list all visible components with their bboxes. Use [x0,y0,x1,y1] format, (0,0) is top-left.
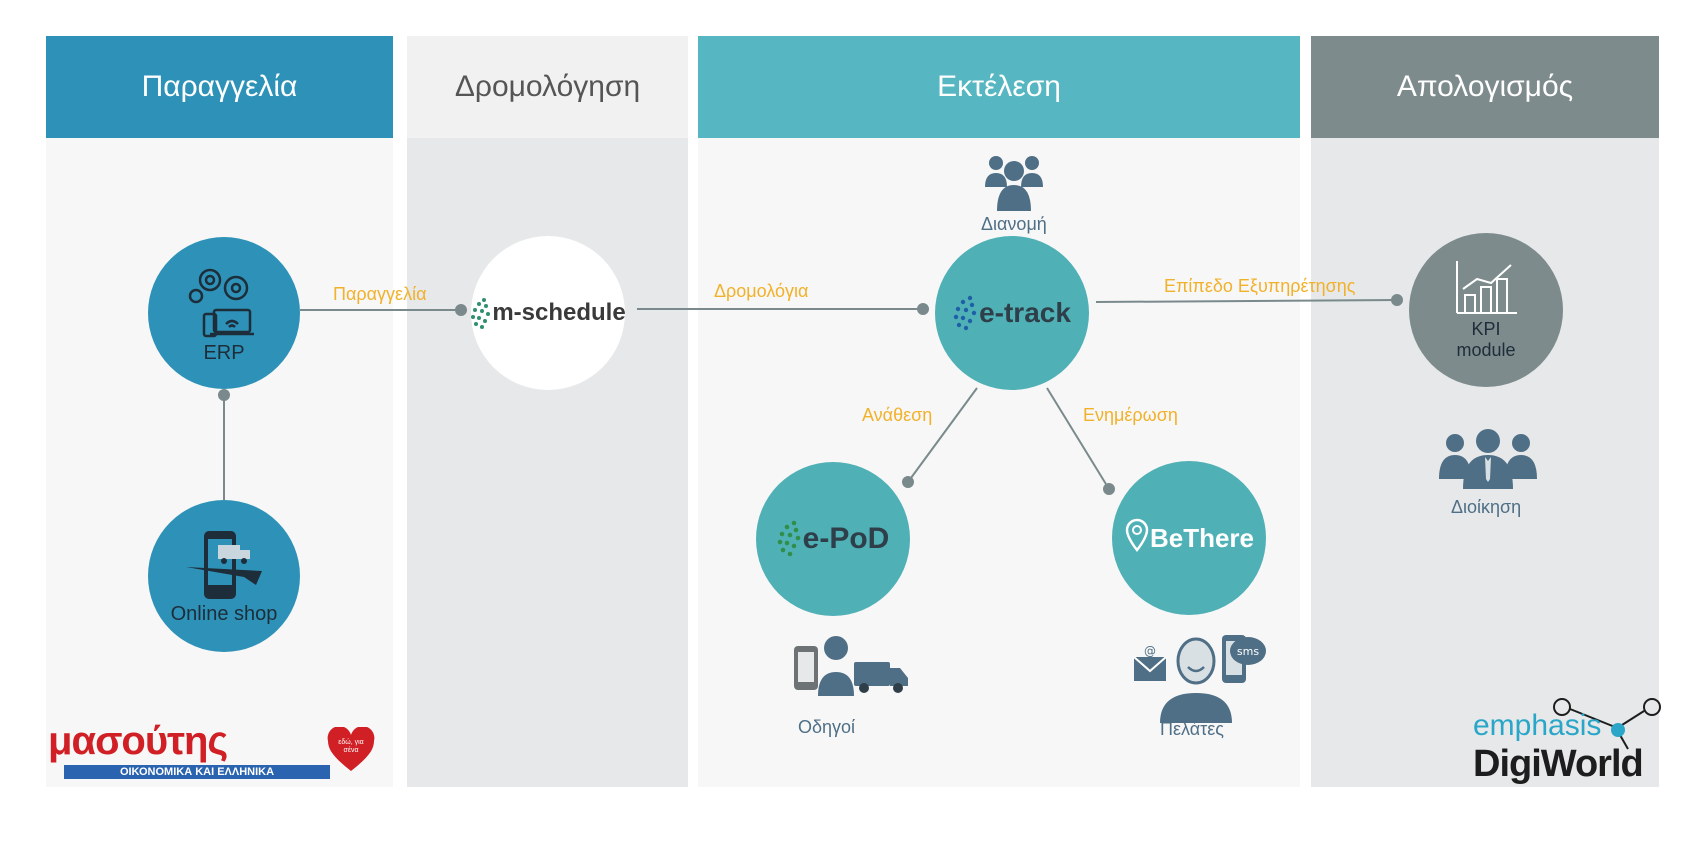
masoutis-heart-text: εδώ, για σένα [338,739,364,754]
edge-label-service: Επίπεδο Εξυπηρέτησης [1164,276,1356,296]
edge-etrack-epod-dot [902,476,914,488]
managers-icon [1439,429,1537,489]
e-pod-logo: e-PoD [777,519,890,559]
edge-label-order: Παραγγελία [333,284,427,304]
bethere-node: BeThere [1112,461,1266,615]
heart-icon: εδώ, για σένα [326,726,376,773]
dots-logo-icon [953,295,977,331]
distribution-label: Διανομή [981,214,1047,234]
bethere-label: BeThere [1149,522,1255,553]
kpi-label-line2: module [1456,340,1516,360]
column-order-header: Παραγγελία [46,36,393,138]
online-shop-label: Online shop [170,602,278,625]
edge-erp-shop-dot [218,389,230,401]
e-track-logo: e-track [953,294,1071,332]
m-schedule-logo: m-schedule [470,296,626,330]
edge-mschedule-etrack-dot [917,303,929,315]
customers-label: Πελάτες [1160,719,1224,739]
masoutis-name: μασούτης [48,719,228,763]
edge-etrack-bethere [1046,387,1110,490]
heart-shape [327,726,375,771]
bethere-logo: BeThere [1124,518,1254,558]
column-execution-header: Εκτέλεση [698,36,1300,138]
phone-truck-icon [186,530,262,599]
network-nodes-icon [1553,698,1661,750]
emphasis-label: emphasis [1473,709,1602,742]
e-pod-node: e-PoD [756,462,910,616]
dots-logo-icon [471,298,491,329]
dots-logo-icon [777,520,800,557]
svg-text:@: @ [1144,644,1156,658]
edge-etrack-kpi-dot [1391,294,1403,306]
m-schedule-node: m-schedule [470,236,626,390]
online-shop-node: Online shop [148,500,300,652]
edge-label-assign: Ανάθεση [862,405,933,425]
e-track-label: e-track [979,297,1071,328]
driver-phone-van-icon [794,636,908,696]
management-label: Διοίκηση [1451,497,1522,517]
digiworld-label: DigiWorld [1473,743,1644,785]
column-order: Παραγγελία [46,36,393,787]
edge-label-routes: Δρομολόγια [714,281,809,301]
bar-chart-icon [1456,261,1517,314]
customer-messages-icon: @ sms [1133,635,1266,723]
erp-label: ERP [203,341,245,364]
edge-label-update: Ενημέρωση [1083,405,1178,425]
edge-erp-mschedule-dot [455,304,467,316]
gears-laptop-icon [188,268,254,337]
edge-etrack-kpi [1095,299,1398,303]
svg-text:sms: sms [1237,645,1259,658]
erp-node: ERP [148,237,300,389]
masoutis-tagline: ΟΙΚΟΝΟΜΙΚΑ ΚΑΙ ΕΛΛΗΝΙΚΑ [64,765,330,779]
emphasis-digiworld-logo: emphasis DigiWorld [1470,693,1670,793]
drivers-label: Οδηγοί [798,717,856,737]
group-people-icon [985,156,1043,211]
column-review-header: Απολογισμός [1311,36,1659,138]
location-pin-icon [1125,518,1149,552]
edge-etrack-epod [907,387,978,483]
e-pod-label: e-PoD [802,522,890,555]
masoutis-logo: μασούτης ΟΙΚΟΝΟΜΙΚΑ ΚΑΙ ΕΛΛΗΝΙΚΑ εδώ, γι… [48,719,378,783]
e-track-node: e-track [935,236,1089,390]
m-schedule-label: m-schedule [492,299,626,326]
edge-etrack-bethere-dot [1103,483,1115,495]
kpi-module-node: KPI module [1409,233,1563,387]
column-routing-header: Δρομολόγηση [407,36,688,138]
kpi-label-line1: KPI [1471,319,1501,339]
